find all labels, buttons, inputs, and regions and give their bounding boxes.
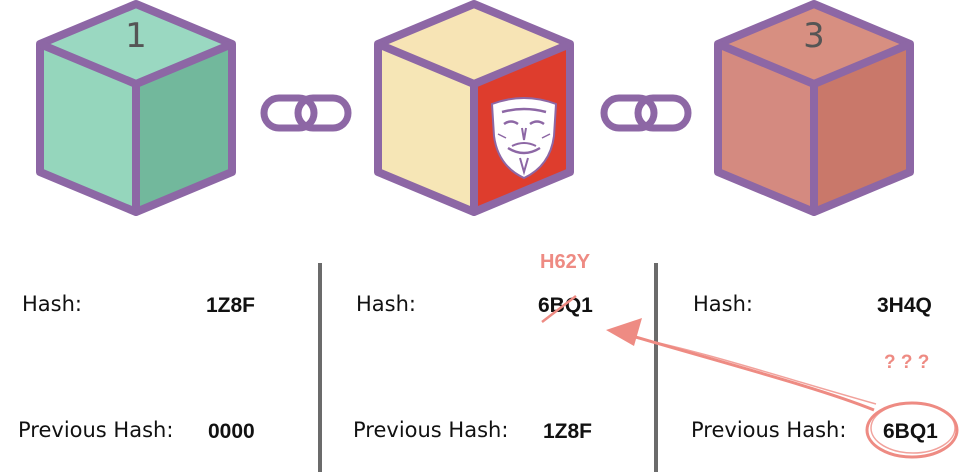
block-2-hash-value: 6BQ1 (538, 294, 593, 317)
block-1-right-face (136, 44, 232, 212)
block-1-hash-value: 1Z8F (206, 294, 256, 317)
arrowhead-icon (606, 318, 642, 346)
anonymous-mask-icon (490, 97, 558, 180)
block-3-right-face (814, 44, 910, 212)
block-3-hash-value: 3H4Q (877, 294, 932, 317)
block-2-hash-label: Hash: (356, 292, 416, 316)
tampered-hash-value: H62Y (540, 251, 591, 273)
block-3-prev-hash-label: Previous Hash: (691, 418, 847, 442)
block-3-cube-icon: 3 (714, 0, 914, 216)
chain-link-icon (600, 90, 692, 138)
column-divider (654, 263, 658, 472)
column-divider (318, 263, 322, 472)
mismatch-arrow (621, 331, 875, 412)
block-1-left-face (40, 44, 136, 212)
block-1-prev-hash-value: 0000 (208, 420, 255, 443)
block-3-hash-label: Hash: (693, 292, 753, 316)
chain-link-icon (260, 90, 352, 138)
block-3-left-face (718, 44, 814, 212)
block-2-cube-icon (374, 0, 574, 216)
block-1-prev-hash-label: Previous Hash: (18, 418, 174, 442)
block-1-hash-label: Hash: (22, 292, 82, 316)
block-2-left-face (378, 44, 474, 212)
block-3-prev-hash-value: 6BQ1 (883, 420, 938, 443)
question-marks: ? ? ? (884, 352, 930, 373)
block-3-number: 3 (803, 16, 825, 56)
block-2-prev-hash-value: 1Z8F (543, 420, 593, 443)
block-2-prev-hash-label: Previous Hash: (353, 418, 509, 442)
block-1-cube-icon: 1 (36, 0, 236, 216)
block-1-number: 1 (125, 16, 147, 56)
